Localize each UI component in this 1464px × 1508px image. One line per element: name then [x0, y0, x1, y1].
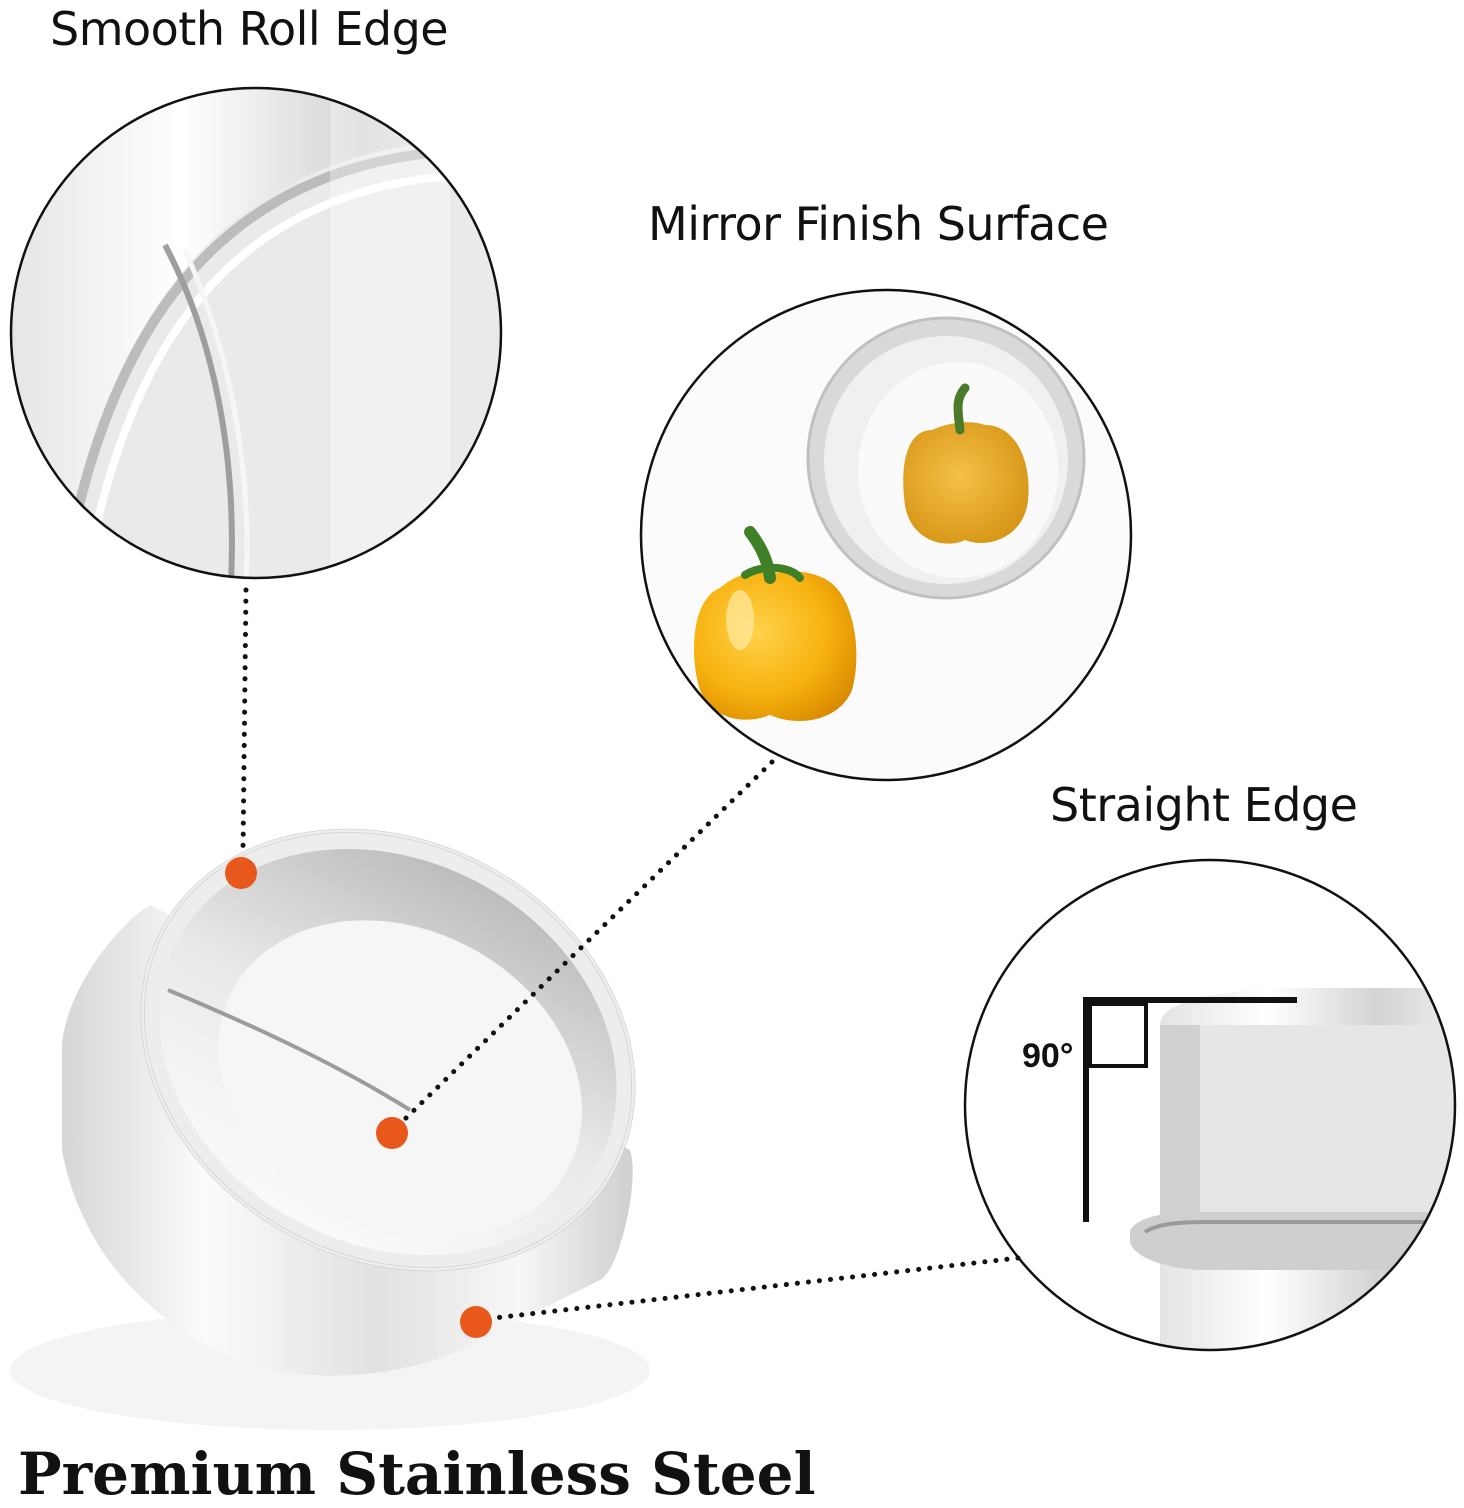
- callout-line-straight-edge: [491, 1255, 1021, 1321]
- right-angle-bracket-icon: [1083, 997, 1297, 1222]
- mirror-finish-zoom: [639, 288, 1133, 782]
- mirror-finish-surface-label: Mirror Finish Surface: [648, 197, 1109, 251]
- straight-edge-zoom: [963, 858, 1457, 1352]
- angle-marker-label: 90°: [1022, 1037, 1074, 1075]
- stainless-steel-pan: [10, 828, 650, 1430]
- callout-lines: [240, 587, 1021, 1321]
- callout-line-smooth-roll-edge: [240, 587, 249, 855]
- callout-line-mirror-finish: [401, 759, 775, 1123]
- callout-dot-smooth-roll-edge: [225, 857, 257, 889]
- reflected-pepper-icon: [903, 422, 1029, 544]
- smooth-roll-edge-label: Smooth Roll Edge: [50, 2, 449, 56]
- pepper-icon: [694, 571, 857, 722]
- callout-dot-mirror-finish: [376, 1117, 408, 1149]
- smooth-roll-edge-zoom: [9, 86, 503, 580]
- premium-stainless-steel-title: Premium Stainless Steel: [18, 1440, 816, 1508]
- callout-dot-straight-edge: [460, 1306, 492, 1338]
- straight-edge-label: Straight Edge: [1050, 778, 1358, 832]
